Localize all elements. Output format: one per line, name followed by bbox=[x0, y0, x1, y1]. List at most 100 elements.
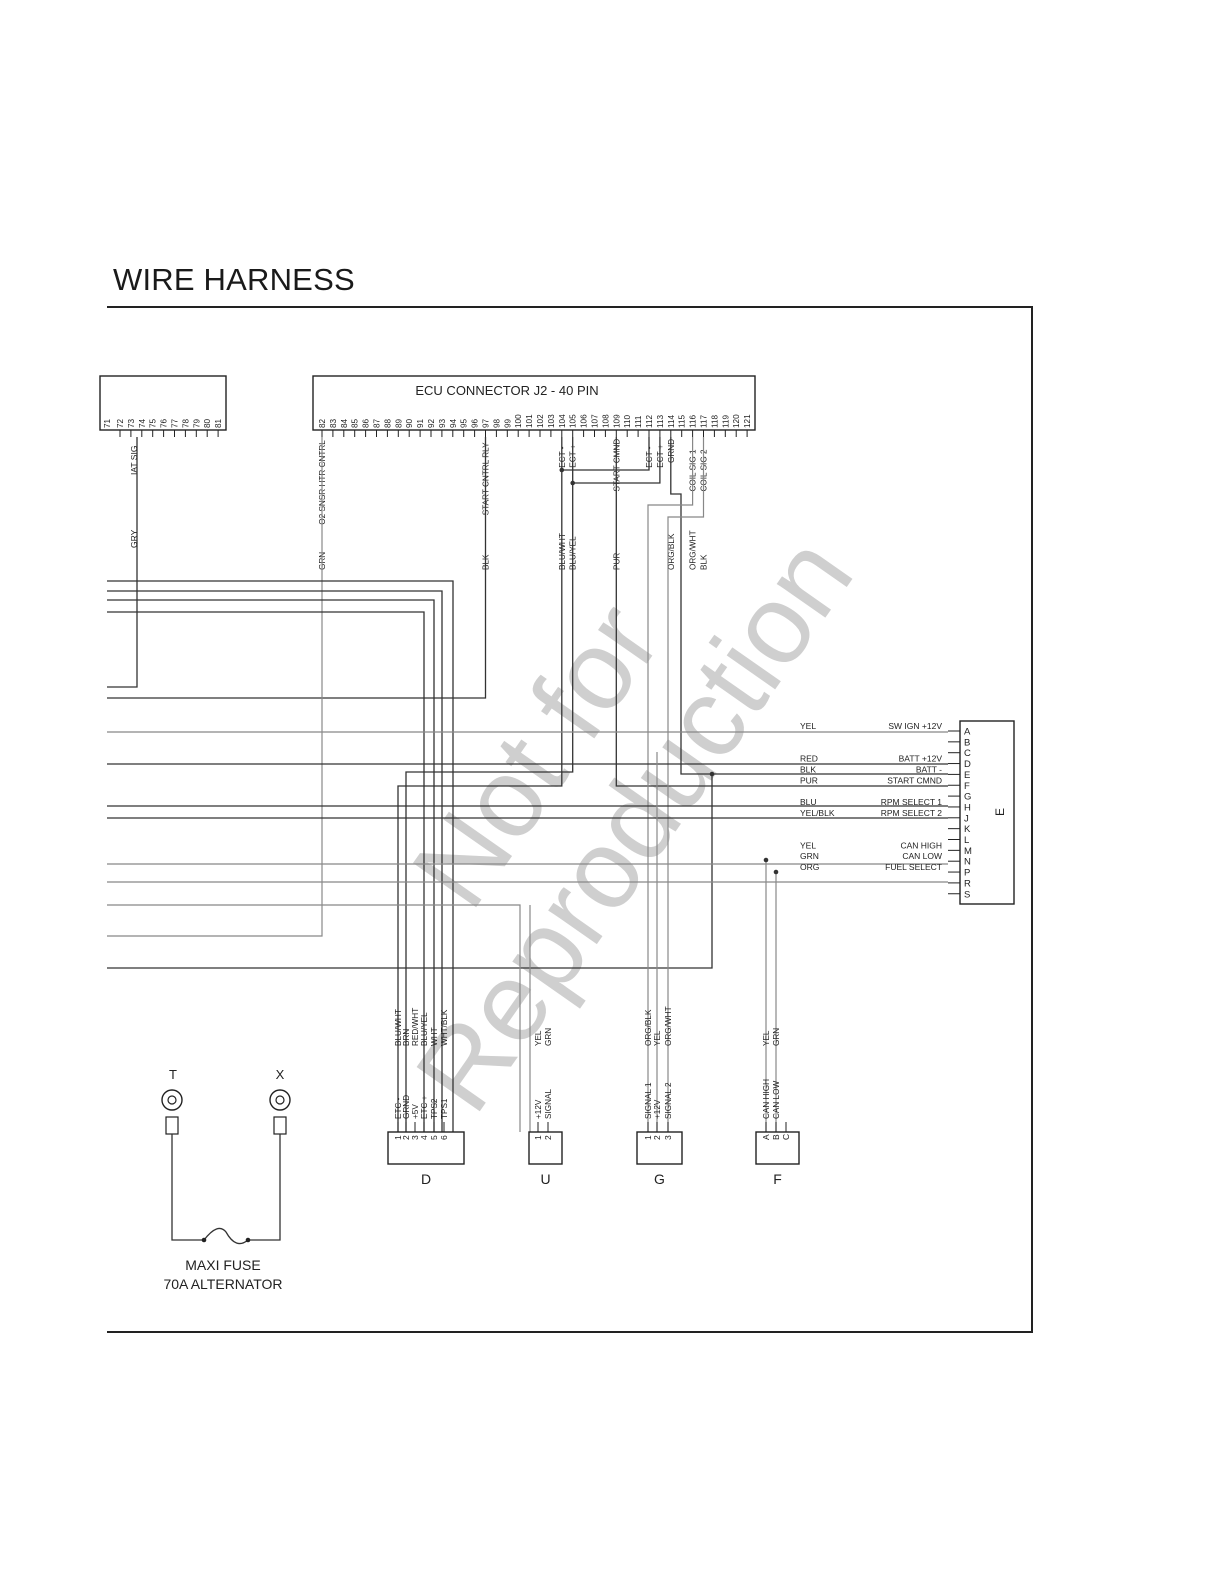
connector-e-body bbox=[959, 720, 1015, 905]
ecu-pin-number: 82 bbox=[318, 418, 327, 428]
splice-node bbox=[763, 857, 769, 863]
ecu-pin-number: 101 bbox=[525, 414, 534, 428]
connector-wire-color: GRN bbox=[772, 1028, 781, 1046]
connector-e-wire-color: ORG bbox=[800, 862, 819, 872]
left-pin-number: 75 bbox=[149, 418, 158, 428]
connector-signal-label: ETC + bbox=[420, 1095, 429, 1119]
connector-pin-number: 3 bbox=[663, 1135, 673, 1140]
wire-u-signal bbox=[107, 904, 521, 1132]
connector-e-name: E bbox=[993, 808, 1007, 816]
wire-start-cmnd bbox=[615, 437, 948, 787]
ecu-pin-number: 86 bbox=[362, 418, 371, 428]
ring-terminal-x-crimp bbox=[273, 1116, 287, 1135]
connector-name: F bbox=[773, 1171, 782, 1187]
fuse-label-line2: 70A ALTERNATOR bbox=[163, 1276, 282, 1292]
ecu-pin-number: 120 bbox=[732, 414, 741, 428]
left-pin-number: 78 bbox=[181, 418, 190, 428]
ecu-connector-title: ECU CONNECTOR J2 - 40 PIN bbox=[415, 383, 598, 398]
ecu-pin-number: 95 bbox=[460, 418, 469, 428]
connector-e-pin: E bbox=[964, 770, 970, 781]
connector-wire-color: YEL bbox=[762, 1030, 771, 1046]
left-pin-number: 76 bbox=[160, 418, 169, 428]
ecu-pin-number: 94 bbox=[449, 418, 458, 428]
connector-signal-label: SIGNAL bbox=[544, 1089, 553, 1119]
ecu-pin-number: 102 bbox=[536, 414, 545, 428]
connector-e-signal: BATT +12V bbox=[899, 754, 943, 764]
connector-e-wire-color: YEL bbox=[800, 840, 816, 850]
ecu-pin-number: 93 bbox=[438, 418, 447, 428]
wire-d-grnd bbox=[405, 483, 574, 1132]
connector-e-signal: START CMND bbox=[887, 775, 942, 785]
connector-e-signal: CAN HIGH bbox=[900, 840, 942, 850]
connector-pin-number: 3 bbox=[410, 1135, 420, 1140]
connector-name: D bbox=[421, 1171, 431, 1187]
ecu-pin-number: 85 bbox=[351, 418, 360, 428]
ecu-pin-number: 98 bbox=[492, 418, 501, 428]
ecu-pin-number: 112 bbox=[645, 415, 654, 428]
connector-signal-label: +12V bbox=[534, 1099, 543, 1119]
ecu-pin-number: 117 bbox=[700, 415, 709, 428]
connector-name: G bbox=[654, 1171, 665, 1187]
connector-pin-number: 5 bbox=[429, 1135, 439, 1140]
connector-e-pin: C bbox=[964, 748, 971, 759]
left-pin-number: 79 bbox=[192, 418, 201, 428]
ecu-pin-number: 113 bbox=[656, 415, 665, 428]
ecu-pin-number: 92 bbox=[427, 418, 436, 428]
ecu-pin-number: 119 bbox=[721, 415, 730, 428]
ecu-pin-number: 121 bbox=[743, 414, 752, 428]
connector-pin-number: 1 bbox=[643, 1135, 653, 1140]
ecu-connector-body bbox=[312, 375, 756, 431]
connector-e-signal: RPM SELECT 1 bbox=[881, 797, 943, 807]
left-pin-number: 72 bbox=[116, 418, 125, 428]
wire-batt-minus bbox=[670, 437, 948, 775]
wire-d-etc-minus bbox=[397, 470, 563, 1132]
connector-e-pin: J bbox=[964, 813, 969, 824]
watermark: Not for Reproduction bbox=[388, 515, 876, 1132]
ecu-pin-number: 89 bbox=[394, 418, 403, 428]
ring-terminal-x: X bbox=[269, 1067, 291, 1135]
connector-e-signal: FUEL SELECT bbox=[885, 862, 942, 872]
ecu-pin-number: 87 bbox=[373, 418, 382, 428]
ecu-pin-number: 114 bbox=[667, 415, 676, 428]
connector-pin-number: C bbox=[781, 1134, 791, 1140]
connector-e-signal: SW IGN +12V bbox=[888, 721, 942, 731]
ring-terminal-x-inner bbox=[275, 1095, 285, 1105]
connector-pin-number: 2 bbox=[543, 1135, 553, 1140]
connector-signal-label: ETC - bbox=[394, 1097, 403, 1119]
connector-e-wire-color: RED bbox=[800, 754, 818, 764]
ring-terminal-t: T bbox=[161, 1067, 183, 1135]
connector-signal-label: +12V bbox=[653, 1099, 662, 1119]
ecu-pin-number: 105 bbox=[569, 414, 578, 428]
diagram-frame bbox=[107, 306, 1033, 1333]
ring-terminal-t-inner bbox=[167, 1095, 177, 1105]
ecu-pin-number: 84 bbox=[340, 418, 349, 428]
wire-d-5v bbox=[107, 611, 425, 1132]
ecu-pin-number: 97 bbox=[482, 418, 491, 428]
fuse-symbol bbox=[203, 1227, 249, 1245]
connector-wire-color: YEL bbox=[534, 1030, 543, 1046]
wire-d-tps2 bbox=[107, 590, 443, 1132]
wire-ect-minus-splice bbox=[561, 437, 650, 471]
ring-terminal-t-crimp bbox=[165, 1116, 179, 1135]
connector-e-signal: RPM SELECT 2 bbox=[881, 808, 943, 818]
connector-pin-number: A bbox=[761, 1134, 771, 1140]
connector-wire-color: GRN bbox=[544, 1028, 553, 1046]
maxi-fuse: MAXI FUSE 70A ALTERNATOR bbox=[163, 1134, 283, 1292]
connector-e-pin: D bbox=[964, 759, 971, 770]
ecu-wire-color: BLK bbox=[700, 554, 709, 570]
connector-e-pin: N bbox=[964, 857, 971, 868]
ecu-pin-number: 100 bbox=[514, 414, 523, 428]
connector-e-pin: F bbox=[964, 781, 970, 792]
connector-body bbox=[387, 1131, 465, 1165]
connector-e-wire-color: BLU bbox=[800, 797, 817, 807]
connector-e-signal: CAN LOW bbox=[902, 851, 942, 861]
left-pin-number: 80 bbox=[203, 418, 212, 428]
page-title: WIRE HARNESS bbox=[113, 262, 355, 297]
ring-terminal-t-label: T bbox=[169, 1067, 177, 1082]
connector-signal-label: CAN HIGH bbox=[762, 1079, 771, 1119]
connector-e-pin: P bbox=[964, 868, 970, 879]
